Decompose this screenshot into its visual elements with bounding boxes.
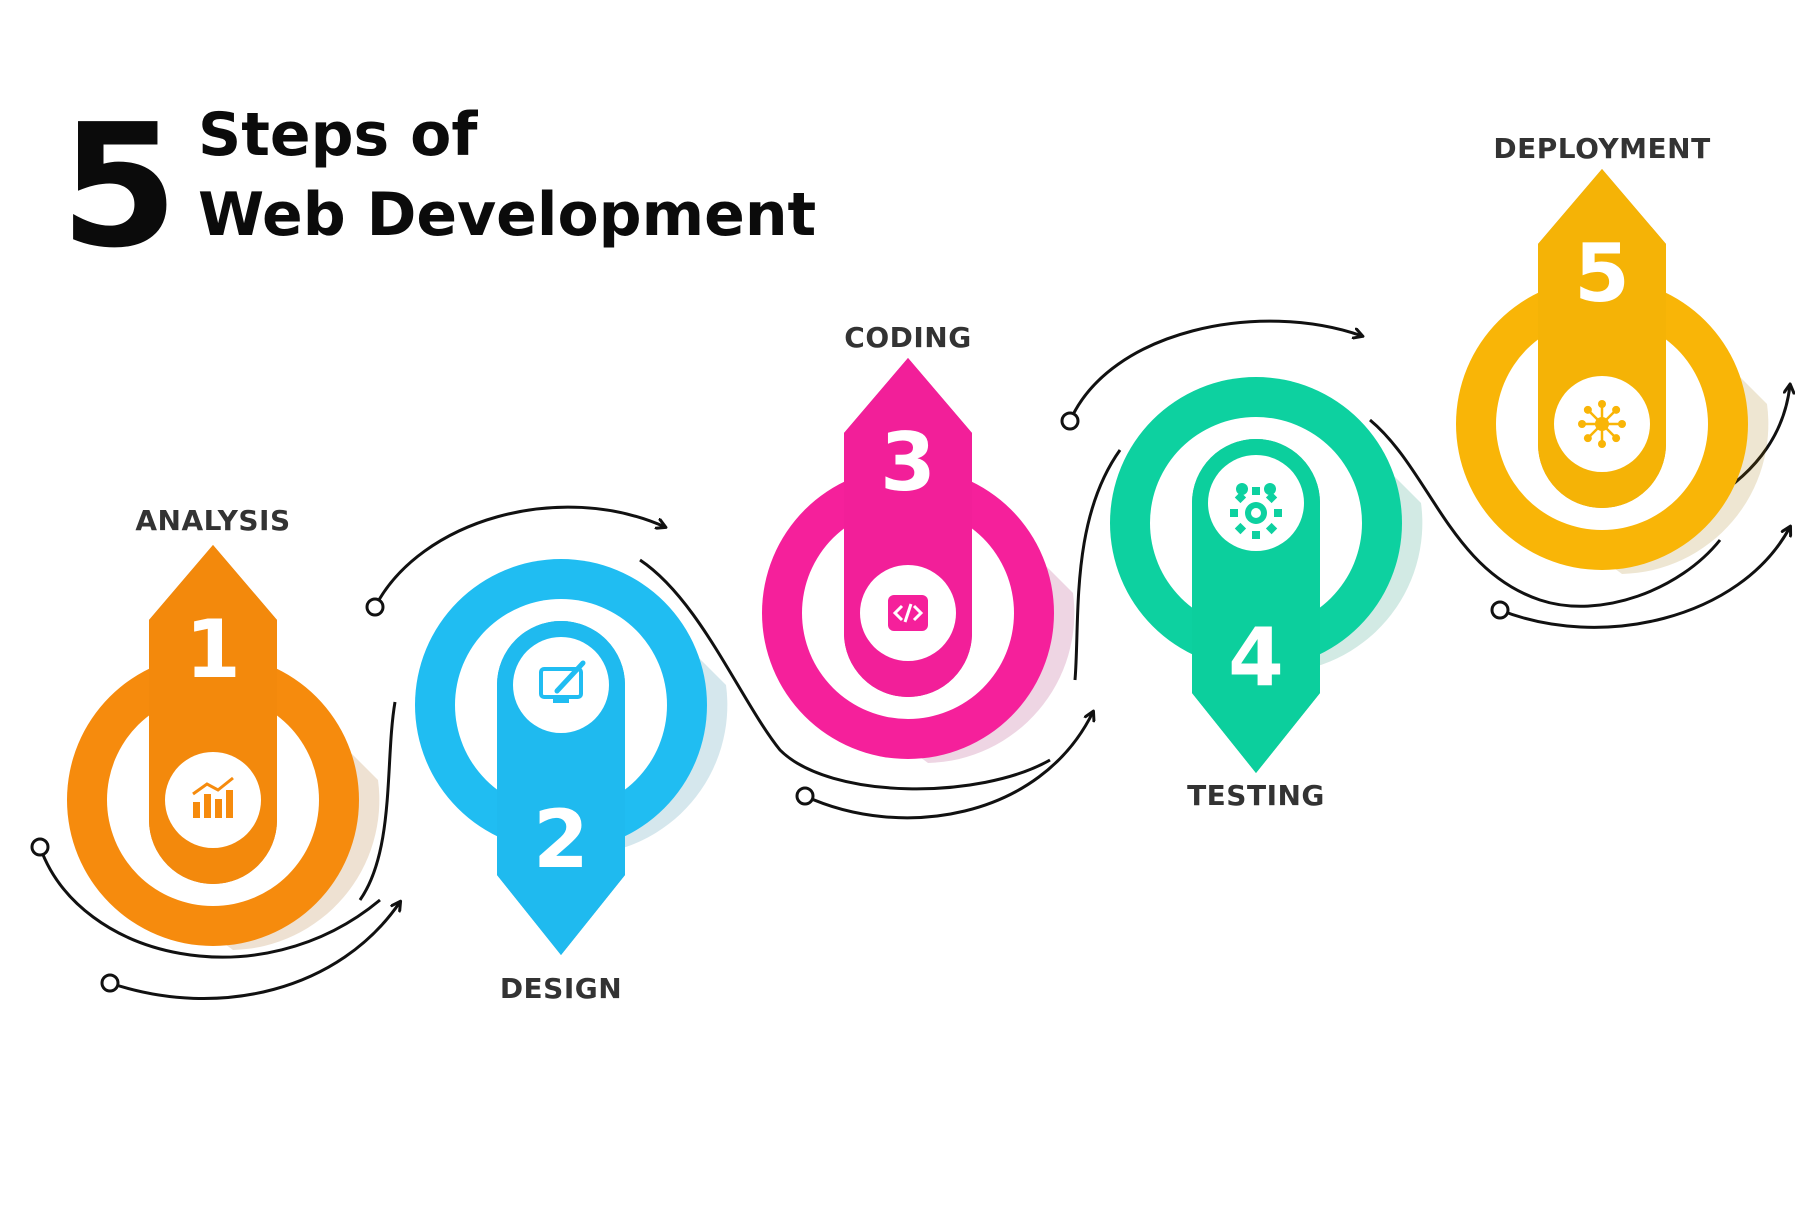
connector-arrow-3 [804, 712, 1093, 820]
title-line-2: Web Development [198, 180, 816, 250]
connector-arrow-5 [1499, 527, 1790, 629]
monitor-brush-icon [539, 660, 586, 703]
step-label: CODING [844, 321, 971, 354]
network-icon [1578, 400, 1626, 448]
connector-dot [365, 597, 385, 617]
step-number: 5 [1574, 227, 1630, 320]
flow-connectors [30, 319, 1790, 1000]
step-label: DESIGN [500, 972, 622, 1005]
connector-wave-1-2 [358, 701, 397, 901]
connector-start-arc [38, 846, 381, 959]
connector-dot [795, 786, 815, 806]
connector-wave-2-3 [639, 558, 1051, 791]
connector-dot [1490, 600, 1510, 620]
step-3: 3 CODING [762, 321, 1075, 763]
connector-arrow-1 [109, 902, 400, 1000]
bar-chart-icon [192, 776, 234, 818]
icon-disk [165, 752, 261, 848]
step-label: DEPLOYMENT [1493, 132, 1710, 165]
title-line-1: Steps of [198, 100, 478, 170]
connector-dot [100, 973, 120, 993]
step-number: 2 [533, 793, 589, 886]
page-title: 5 Steps of Web Development [60, 88, 816, 286]
gear-check-icon [1230, 483, 1282, 539]
connector-dot [30, 837, 50, 857]
step-label: TESTING [1187, 779, 1325, 812]
connector-wave-3-4 [1073, 449, 1122, 681]
title-number: 5 [60, 88, 178, 286]
connector-wave-4-5 [1369, 418, 1722, 608]
step-number: 4 [1228, 611, 1284, 704]
connector-arrow-2 [373, 505, 665, 608]
step-number: 3 [880, 416, 936, 509]
connector-arrow-4 [1068, 319, 1362, 422]
step-number: 1 [185, 603, 241, 696]
connector-dot [1060, 411, 1080, 431]
step-5: 5 DEPLOYMENT [1456, 132, 1769, 574]
step-label: ANALYSIS [135, 504, 290, 537]
step-1: 1 ANALYSIS [67, 504, 380, 950]
code-icon [888, 595, 928, 631]
